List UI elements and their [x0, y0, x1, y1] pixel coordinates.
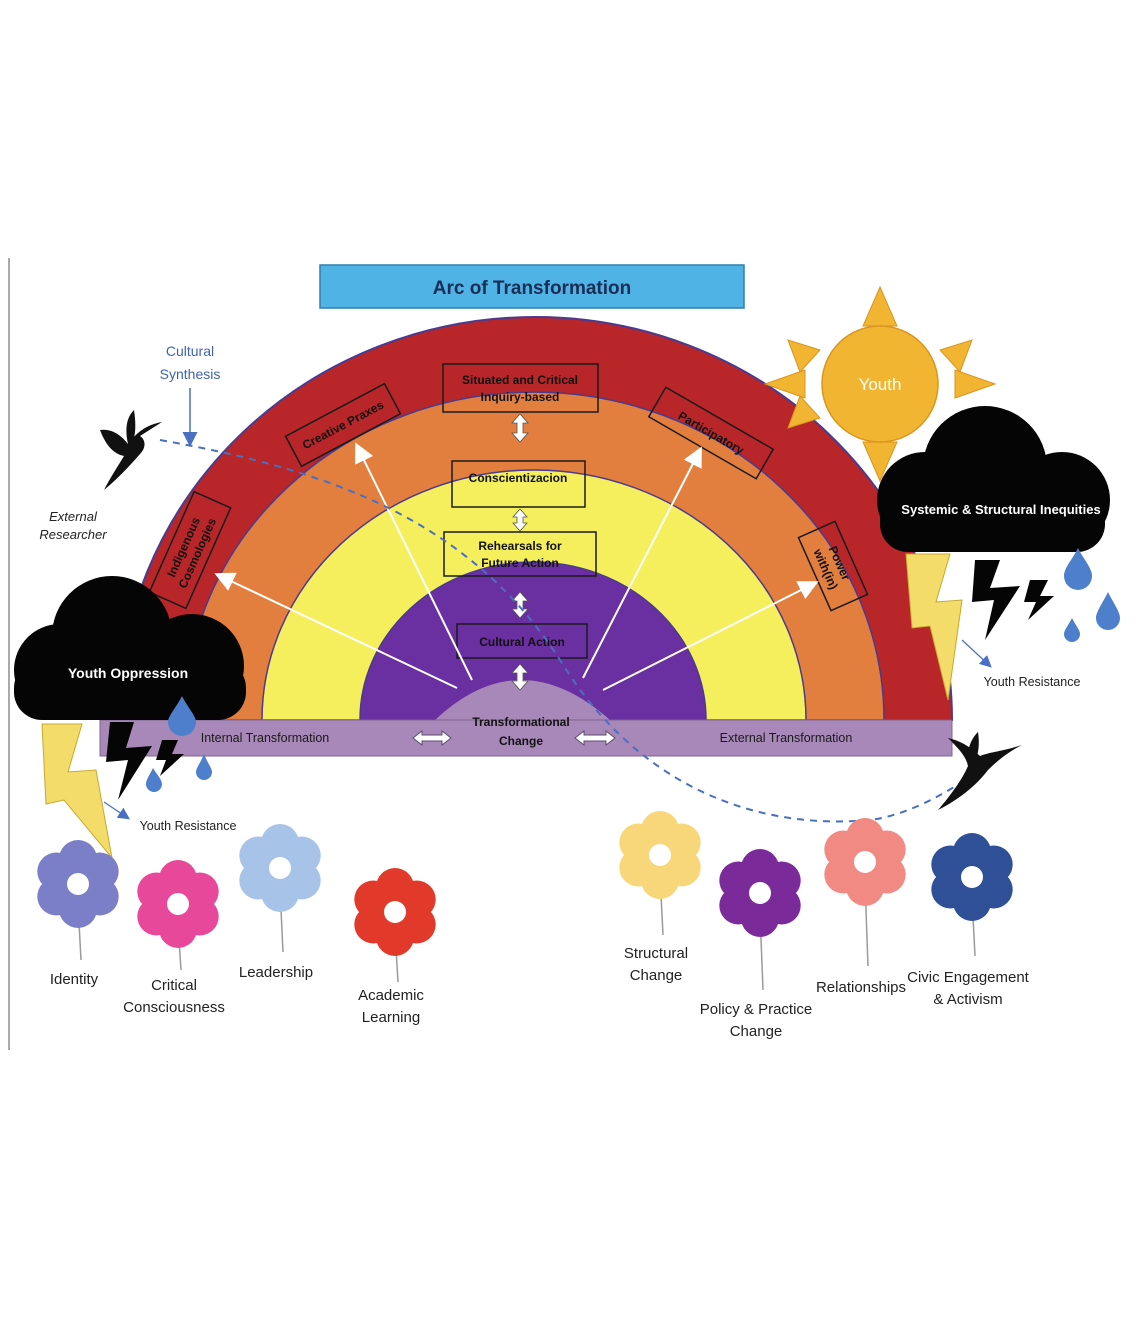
flower-center — [649, 844, 671, 866]
vertical-double-arrows — [511, 413, 529, 691]
internal-transformation-label: Internal Transformation — [201, 731, 330, 745]
hummingbird-right-icon — [938, 732, 1022, 810]
flower-label: Change — [730, 1023, 783, 1040]
box-situated-line2: Inquiry-based — [481, 390, 560, 404]
flower-label: Academic — [358, 987, 424, 1004]
youth-resistance-right-label: Youth Resistance — [984, 675, 1081, 689]
flower-center — [384, 901, 406, 923]
flower-center — [167, 893, 189, 915]
flower-label: Relationships — [816, 979, 906, 996]
title-box — [319, 264, 745, 309]
flower-label: Policy & Practice — [700, 1001, 813, 1018]
box-situated-line1: Situated and Critical — [462, 373, 578, 387]
diagram-title: Arc of Transformation — [433, 278, 631, 299]
flower-center — [749, 882, 771, 904]
box-rehearsals-line2: Future Action — [481, 556, 559, 570]
flower-label: Critical — [151, 977, 197, 994]
lightning-right-black-2 — [1024, 580, 1054, 620]
storm-left-label: Youth Oppression — [68, 665, 188, 681]
lightning-left-black-2 — [156, 740, 184, 776]
flower-1: Identity — [37, 840, 119, 988]
lightning-right-black-1 — [972, 560, 1020, 640]
raindrops-right — [1064, 548, 1120, 642]
box-rehearsals-line1: Rehearsals for — [478, 539, 562, 553]
flower-label: Learning — [362, 1009, 420, 1026]
lightning-right-main — [905, 553, 963, 701]
flower-center — [961, 866, 983, 888]
youth-resistance-left-label: Youth Resistance — [140, 819, 237, 833]
cultural-synthesis-line1: Cultural — [166, 343, 214, 359]
youth-resistance-right-pointer — [961, 639, 992, 668]
flower-center — [854, 851, 876, 873]
flower-label: Structural — [624, 945, 688, 962]
radiating-arrows — [214, 442, 819, 691]
band-purple — [359, 561, 707, 721]
storm-cloud-right-icon: Systemic & Structural Inequities — [877, 406, 1120, 701]
flower-label: Consciousness — [123, 999, 225, 1016]
flower-8: Civic Engagement & Activism — [907, 833, 1030, 1008]
storm-cloud-left-icon: Youth Oppression — [14, 576, 246, 860]
box-conscientizacion: Conscientizacion — [451, 460, 586, 508]
external-researcher-line2: Researcher — [39, 527, 107, 542]
box-rehearsals: Rehearsals for Future Action — [443, 531, 597, 577]
sun-label: Youth — [859, 375, 902, 394]
sun-icon: Youth — [763, 285, 997, 483]
cultural-synthesis-line2: Synthesis — [160, 366, 221, 382]
external-researcher-line1: External — [49, 509, 98, 524]
flower-3: Leadership — [239, 824, 321, 981]
box-conscientizacion-label: Conscientizacion — [469, 471, 568, 485]
lightning-left-black-1 — [106, 722, 152, 800]
storm-right-label: Systemic & Structural Inequities — [901, 502, 1100, 517]
base-bar — [99, 719, 953, 757]
box-situated: Situated and Critical Inquiry-based — [442, 363, 599, 413]
hummingbird-left-icon — [100, 410, 162, 490]
base-horizontal-arrows — [412, 729, 616, 747]
flower-label: & Activism — [933, 991, 1002, 1008]
box-cultural-action-label: Cultural Action — [479, 635, 565, 649]
box-cultural-action: Cultural Action — [456, 623, 588, 659]
flower-label: Civic Engagement — [907, 969, 1030, 986]
flower-center — [269, 857, 291, 879]
transformational-change-line1: Transformational — [472, 715, 569, 729]
transformational-change-line2: Change — [499, 734, 543, 748]
flower-label: Leadership — [239, 964, 313, 981]
flower-7: Relationships — [816, 818, 906, 996]
flower-label: Change — [630, 967, 683, 984]
flower-label: Identity — [50, 971, 99, 988]
sun-disc — [821, 325, 939, 443]
flower-center — [67, 873, 89, 895]
raindrops-left — [146, 696, 212, 792]
youth-resistance-left-pointer — [103, 801, 130, 820]
transformational-change-mound — [435, 680, 610, 720]
researcher-dashed-path — [159, 439, 966, 823]
external-transformation-label: External Transformation — [720, 731, 853, 745]
